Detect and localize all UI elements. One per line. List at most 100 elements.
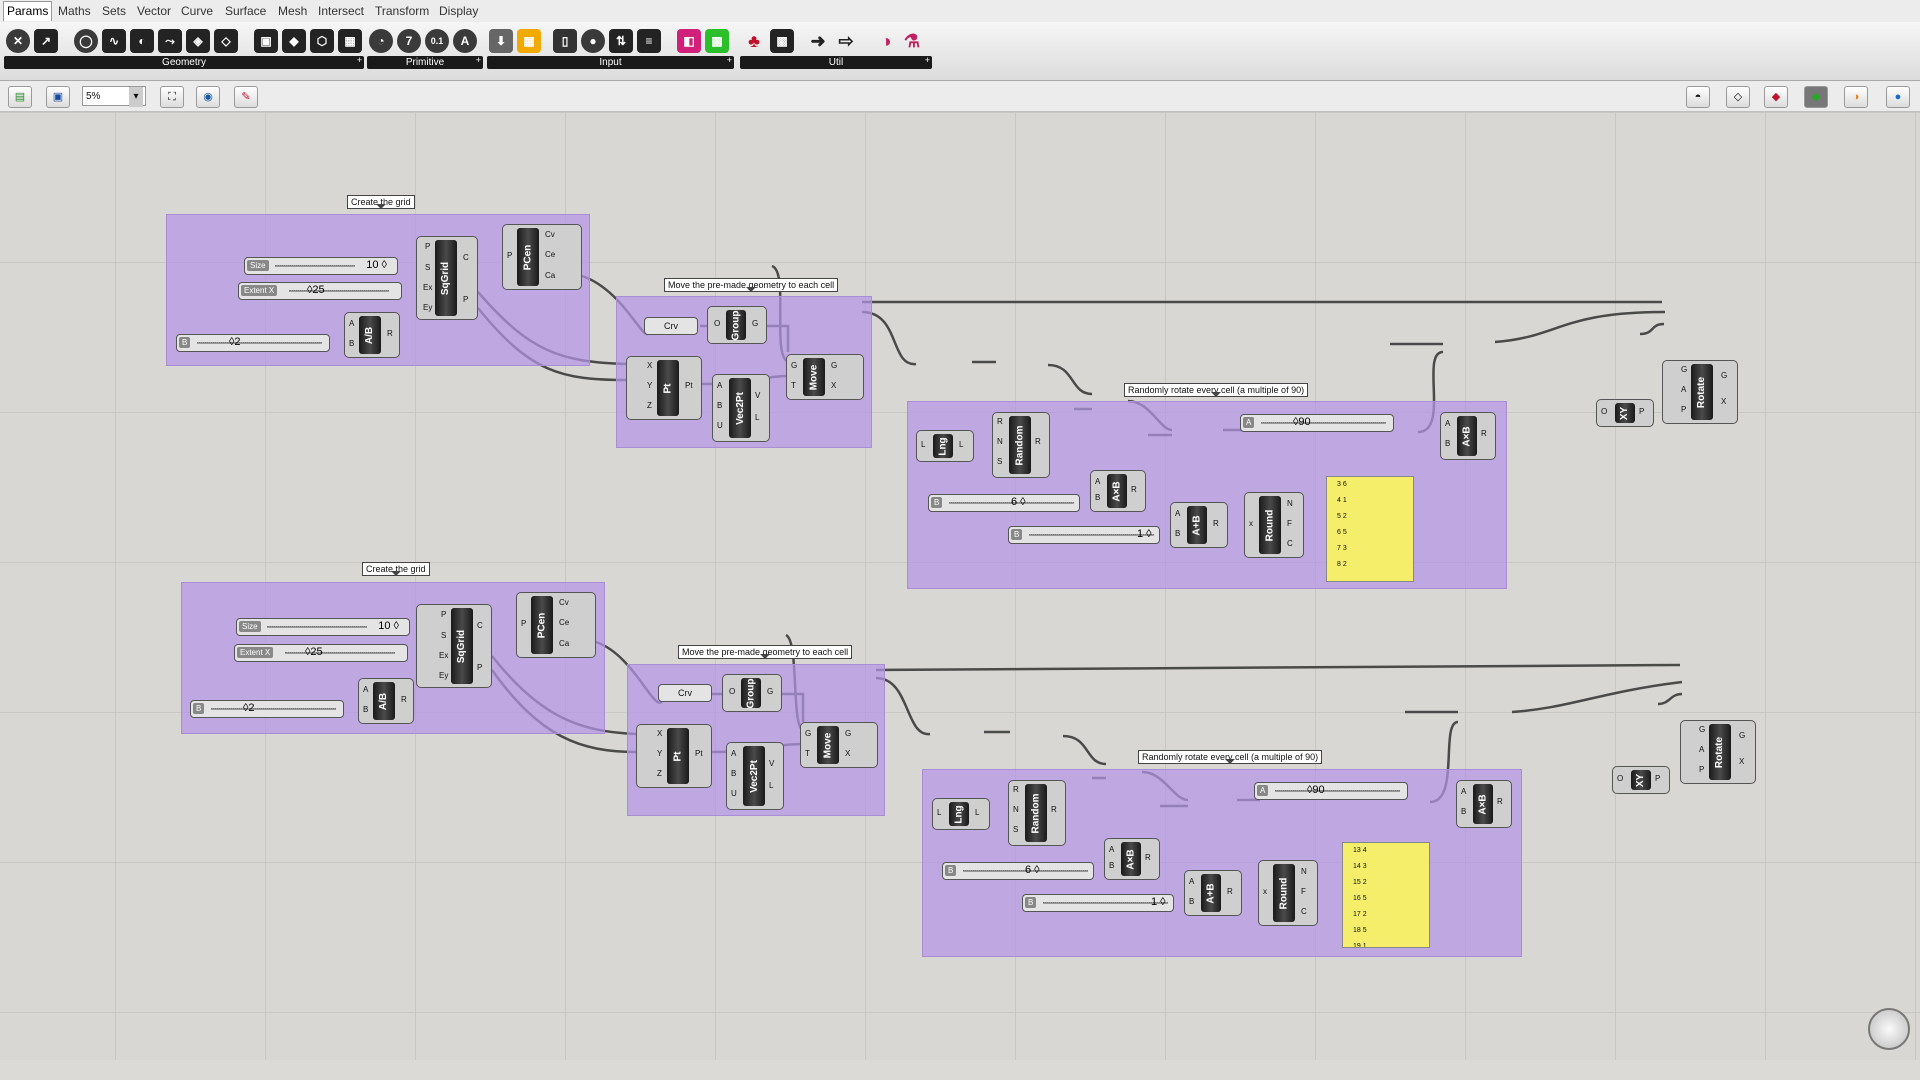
text-button[interactable]: A <box>453 29 477 53</box>
multiply-component[interactable]: A×B A B R <box>1090 470 1146 512</box>
group-label[interactable]: Create the grid <box>347 195 415 209</box>
xy-plane-component[interactable]: XY O P <box>1596 399 1654 427</box>
geometry-button[interactable]: ✕ <box>6 29 30 53</box>
ribbon-label-util[interactable]: Util <box>740 56 932 69</box>
wireframe-icon[interactable]: ◇ <box>1726 86 1750 108</box>
group-label[interactable]: Create the grid <box>362 562 430 576</box>
move-component[interactable]: Move G T G X <box>786 354 864 400</box>
slider-button[interactable]: ⇅ <box>609 29 633 53</box>
multiply-component[interactable]: A×B A B R <box>1440 412 1496 460</box>
surface-button[interactable]: ▦ <box>338 29 362 53</box>
sqgrid-component[interactable]: SqGrid P S Ex Ey C P <box>416 604 492 688</box>
ribbon-label-input[interactable]: Input <box>487 56 734 69</box>
mesh-button[interactable]: ⬡ <box>310 29 334 53</box>
output-panel[interactable]: 3 6 4 1 5 2 6 5 7 3 8 2 <box>1326 476 1414 582</box>
ribbon-label-geometry[interactable]: Geometry <box>4 56 364 69</box>
length-component[interactable]: Lng L L <box>932 798 990 830</box>
b-slider[interactable]: B 6 ◊ <box>928 494 1080 512</box>
sketch-icon[interactable]: ✎ <box>234 86 258 108</box>
group-label[interactable]: Randomly rotate every cell (a multiple o… <box>1138 750 1323 764</box>
rotate-component[interactable]: Rotate G A P G X <box>1680 720 1756 784</box>
flask-icon[interactable]: ⚗ <box>903 31 921 51</box>
b-slider[interactable]: B 6 ◊ <box>942 862 1094 880</box>
line-button[interactable]: ⤳ <box>158 29 182 53</box>
random-component[interactable]: Random R N S R <box>992 412 1050 478</box>
extent-x-slider[interactable]: Extent X ◊25 <box>234 644 408 662</box>
tab-vector[interactable]: Vector <box>137 4 172 18</box>
cluster-button[interactable]: ▩ <box>770 29 794 53</box>
pt-component[interactable]: Pt X Y Z Pt <box>636 724 712 788</box>
selected-preview-icon[interactable]: ◆ <box>1804 86 1828 108</box>
crv-param[interactable]: Crv <box>644 317 698 335</box>
box-button[interactable]: ▣ <box>254 29 278 53</box>
zoom-extents-icon[interactable]: ⛶ <box>160 86 184 108</box>
add-component[interactable]: A+B A B R <box>1170 502 1228 548</box>
curve-button[interactable]: ∿ <box>102 29 126 53</box>
swatch-button[interactable]: ◧ <box>677 29 701 53</box>
settings-icon[interactable]: ● <box>1886 86 1910 108</box>
integer-button[interactable]: 7 <box>397 29 421 53</box>
pcen-component[interactable]: PCen P Cv Ce Ca <box>502 224 582 290</box>
group-label[interactable]: Randomly rotate every cell (a multiple o… <box>1124 383 1309 397</box>
cherry-icon[interactable]: ♣ <box>748 31 760 51</box>
node-canvas[interactable]: Create the grid Size 10 ◊ Extent X ◊25 B… <box>0 112 1920 1060</box>
move-component[interactable]: Move G T G X <box>800 722 878 768</box>
circle-button[interactable]: ◯ <box>74 29 98 53</box>
tab-transform[interactable]: Transform <box>375 4 430 18</box>
tab-maths[interactable]: Maths <box>58 4 91 18</box>
tab-display[interactable]: Display <box>439 4 479 18</box>
b-slider[interactable]: B ◊2 <box>190 700 344 718</box>
round-component[interactable]: Round x N F C <box>1244 492 1304 558</box>
b-slider[interactable]: B 1 ◊ <box>1008 526 1160 544</box>
sqgrid-component[interactable]: SqGrid P S Ex Ey C P <box>416 236 478 320</box>
knob-button[interactable]: ● <box>581 29 605 53</box>
random-component[interactable]: Random R N S R <box>1008 780 1066 846</box>
plane-button[interactable]: ◈ <box>186 29 210 53</box>
arc-button[interactable]: ◐ <box>130 29 154 53</box>
ribbon-label-primitive[interactable]: Primitive <box>367 56 483 69</box>
length-component[interactable]: Lng L L <box>916 430 974 462</box>
expand-icon[interactable]: + <box>475 55 481 65</box>
data-output-icon[interactable]: ➜ <box>810 31 826 51</box>
multiply-component[interactable]: A×B A B R <box>1104 838 1160 880</box>
fitness-icon[interactable]: ◑ <box>880 31 892 51</box>
tab-intersect[interactable]: Intersect <box>318 4 365 18</box>
expand-icon[interactable]: + <box>924 55 930 65</box>
expand-icon[interactable]: + <box>726 55 732 65</box>
number-button[interactable]: 0.1 <box>425 29 449 53</box>
multiply-component[interactable]: A×B A B R <box>1456 780 1512 828</box>
gradient-button[interactable]: ▦ <box>517 29 541 53</box>
group-label[interactable]: Move the pre-made geometry to each cell <box>664 278 839 292</box>
eye-icon[interactable]: ◉ <box>196 86 220 108</box>
rotate-component[interactable]: Rotate G A P G X <box>1662 360 1738 424</box>
expand-icon[interactable]: + <box>356 55 362 65</box>
crv-param[interactable]: Crv <box>658 684 712 702</box>
pcen-component[interactable]: PCen P Cv Ce Ca <box>516 592 596 658</box>
round-component[interactable]: Round x N F C <box>1258 860 1318 926</box>
open-icon[interactable]: ▤ <box>8 86 32 108</box>
group-component[interactable]: Group O G <box>722 674 782 712</box>
extent-x-slider[interactable]: Extent X ◊25 <box>238 282 402 300</box>
vec2pt-component[interactable]: Vec2Pt A B U V L <box>712 374 770 442</box>
add-component[interactable]: A+B A B R <box>1184 870 1242 916</box>
group-label[interactable]: Move the pre-made geometry to each cell <box>678 645 853 659</box>
tab-surface[interactable]: Surface <box>225 4 267 18</box>
button-object[interactable]: ▯ <box>553 29 577 53</box>
divide-component[interactable]: A/B A B R <box>344 312 400 358</box>
b-slider[interactable]: B ◊2 <box>176 334 330 352</box>
brep-button[interactable]: ◆ <box>282 29 306 53</box>
tab-curve[interactable]: Curve <box>181 4 214 18</box>
xy-plane-component[interactable]: XY O P <box>1612 766 1670 794</box>
tab-params[interactable]: Params <box>3 1 53 21</box>
image-sampler-button[interactable]: ▩ <box>705 29 729 53</box>
divide-component[interactable]: A/B A B R <box>358 678 414 724</box>
tab-sets[interactable]: Sets <box>102 4 127 18</box>
boolean-button[interactable]: ◔ <box>369 29 393 53</box>
point-button[interactable]: ◇ <box>214 29 238 53</box>
navigation-compass-icon[interactable] <box>1868 1008 1910 1050</box>
a-slider[interactable]: A ◊90 <box>1240 414 1394 432</box>
preview-off-icon[interactable]: ◓ <box>1686 86 1710 108</box>
b-slider[interactable]: B 1 ◊ <box>1022 894 1174 912</box>
size-slider[interactable]: Size 10 ◊ <box>244 257 398 275</box>
display-mode-icon[interactable]: ◑ <box>1844 86 1868 108</box>
